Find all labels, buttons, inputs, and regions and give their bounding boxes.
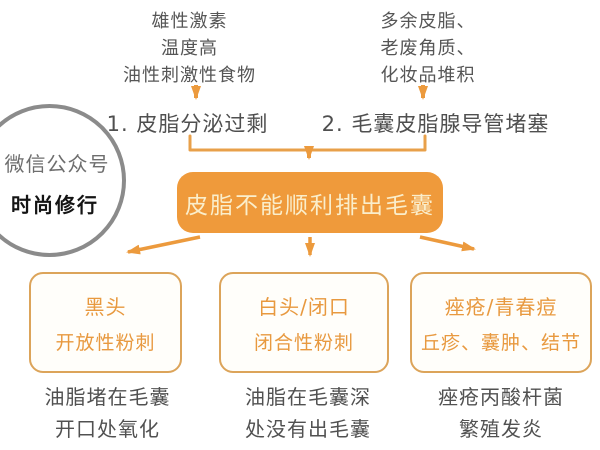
heading-sebum-overproduction: 1. 皮脂分泌过剩 [106, 112, 269, 136]
note-line: 处没有出毛囊 [245, 417, 371, 441]
outcome-subtitle: 开放性粉刺 [55, 331, 156, 354]
outcome-box-whitehead: 白头/闭口 闭合性粉刺 [219, 272, 389, 373]
cause-line: 老废角质、 [380, 38, 476, 59]
note-acne: 痤疮丙酸杆菌 繁殖发炎 [410, 381, 592, 445]
cause-line: 油性刺激性食物 [123, 65, 256, 86]
cause-block-sebum-overproduction: 雄性激素 温度高 油性刺激性食物 [107, 8, 272, 89]
heading-duct-blockage: 2. 毛囊皮脂腺导管堵塞 [321, 112, 550, 136]
note-whitehead: 油脂在毛囊深 处没有出毛囊 [220, 381, 396, 445]
outcome-subtitle: 丘疹、囊肿、结节 [420, 331, 581, 354]
watermark-circle [0, 104, 126, 257]
arrow-to-acne-icon [419, 235, 476, 252]
watermark-account-name: 时尚修行 [11, 193, 99, 217]
cause-line: 多余皮脂、 [380, 11, 476, 32]
cause-block-duct-blockage: 多余皮脂、 老废角质、 化妆品堆积 [343, 8, 513, 89]
watermark-wechat-label: 微信公众号 [4, 152, 110, 176]
outcome-title: 白头/闭口 [258, 294, 350, 319]
note-line: 开口处氧化 [55, 417, 160, 441]
outcome-box-acne: 痤疮/青春痘 丘疹、囊肿、结节 [410, 272, 592, 373]
merge-bracket [188, 134, 427, 152]
outcome-title: 痤疮/青春痘 [444, 294, 558, 319]
outcome-subtitle: 闭合性粉刺 [253, 331, 354, 354]
cause-line: 温度高 [161, 38, 218, 59]
note-line: 油脂在毛囊深 [245, 385, 371, 409]
outcome-box-blackhead: 黑头 开放性粉刺 [29, 272, 182, 373]
note-line: 油脂堵在毛囊 [44, 385, 171, 409]
cause-line: 雄性激素 [151, 11, 228, 32]
outcome-title: 黑头 [84, 294, 127, 319]
central-result-box: 皮脂不能顺利排出毛囊 [177, 172, 443, 233]
note-line: 繁殖发炎 [459, 417, 543, 441]
note-line: 痤疮丙酸杆菌 [438, 385, 564, 409]
central-result-label: 皮脂不能顺利排出毛囊 [185, 192, 435, 219]
note-blackhead: 油脂堵在毛囊 开口处氧化 [20, 381, 195, 445]
arrow-to-blackhead-icon [126, 235, 201, 255]
cause-line: 化妆品堆积 [380, 65, 476, 86]
